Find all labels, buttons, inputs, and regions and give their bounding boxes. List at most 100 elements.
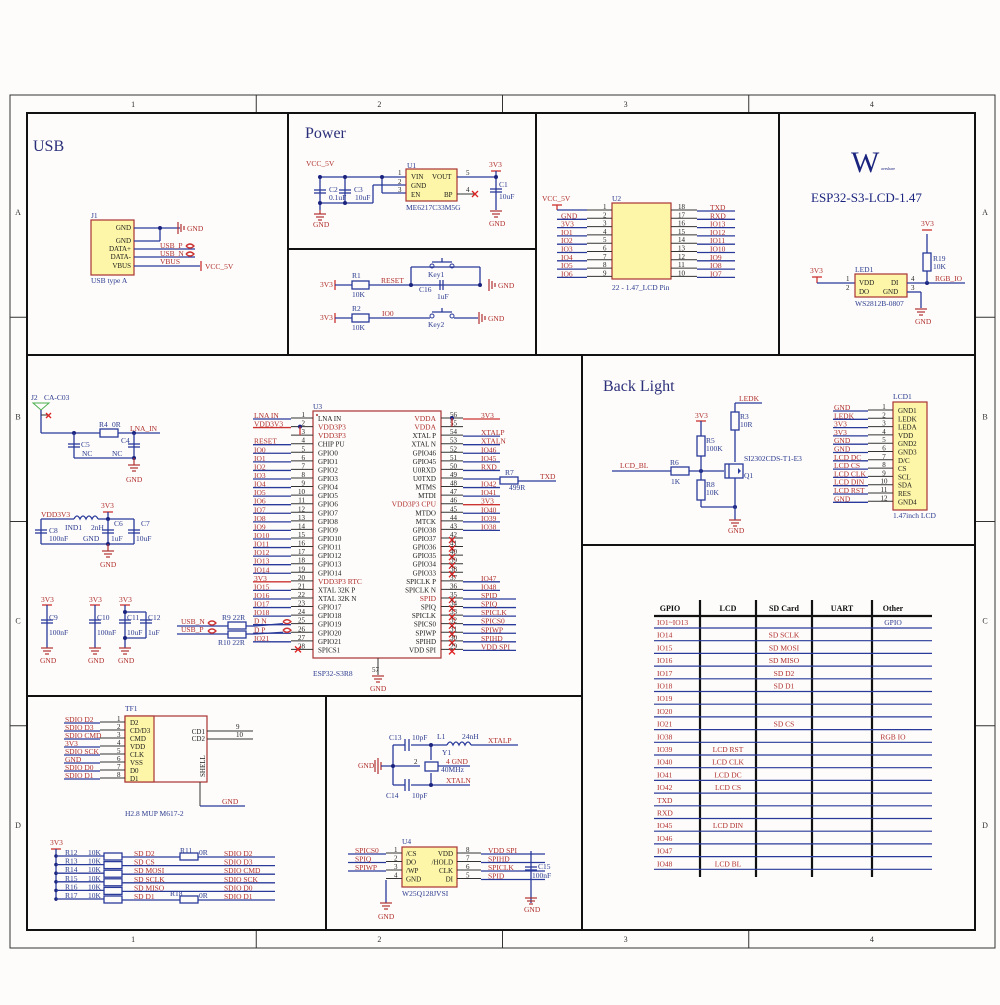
ledk-net: LEDK	[739, 394, 760, 403]
u3-pin-name: SPICS1	[318, 646, 341, 654]
regulator-u1[interactable]	[405, 168, 458, 202]
lcd-pin-header-u2[interactable]	[611, 202, 672, 280]
u2-right-net: IO9	[710, 253, 722, 262]
u3-pin-name: SPIHD	[416, 638, 436, 646]
mosfet-q1-icon	[724, 463, 744, 479]
gnd-symbol	[488, 279, 496, 291]
zone-col-bottom: 1	[131, 935, 135, 944]
key1-gnd: GND	[498, 281, 515, 290]
usb-pin-label: GND	[116, 224, 131, 232]
u4-pin-name: CLK	[439, 867, 453, 875]
r5-value: 100K	[706, 444, 723, 453]
u3-pin-number: 35	[450, 591, 458, 599]
capacitor-c3	[339, 189, 351, 194]
tf-net: 3V3	[65, 739, 78, 748]
u4-right-net: VDD SPI	[488, 846, 517, 855]
gpio-table-cell: SD CS	[774, 720, 795, 729]
u3-pin-name: SPICS0	[414, 621, 437, 629]
u3-pin-name: SPICLK N	[405, 586, 436, 594]
power-vout-label: 3V3	[489, 160, 502, 169]
r3-ref: R3	[740, 412, 749, 421]
u2-pin-number: 7	[603, 253, 607, 261]
u1-pin3: 3	[398, 186, 402, 194]
gnd-symbol	[525, 897, 537, 905]
u3-pin-number: 47	[450, 488, 458, 496]
u4-pin-number: 4	[394, 872, 398, 880]
r1-value: 10K	[352, 290, 366, 299]
flash-w25q128[interactable]	[401, 846, 458, 888]
u3-left-net: VDD3V3	[254, 420, 283, 429]
cap-supply: 3V3	[119, 595, 132, 604]
lcd1-pin-name: GND2	[898, 440, 917, 448]
key2-label: Key2	[428, 320, 444, 329]
u3-right-net: RXD	[481, 462, 497, 471]
u4-gnd: GND	[378, 912, 395, 921]
r5-ref: R5	[706, 436, 715, 445]
capacitor-c2	[314, 189, 326, 194]
capacitor-c5	[68, 443, 80, 448]
r1-ref: R1	[352, 271, 361, 280]
u3-right-net: 3V3	[481, 497, 494, 506]
tf-pin-name: CLK	[130, 751, 144, 759]
lcd1-pin-number: 10	[881, 478, 889, 486]
y1-pin4: 4 GND	[446, 757, 468, 766]
r19-value: 10K	[933, 262, 947, 271]
gpio-table-cell: IO18	[657, 682, 673, 691]
u3-right-net: IO48	[481, 582, 497, 591]
pullup-ref: R13	[65, 857, 78, 866]
resistor-r14	[103, 869, 123, 878]
panel-gpio-table	[581, 544, 976, 931]
gpio-table-cell: LCD CS	[715, 783, 741, 792]
u2-part: 22 - 1.47_LCD Pin	[612, 283, 670, 292]
u3-left-net: IO11	[254, 540, 269, 549]
zone-col-bottom: 4	[870, 935, 874, 944]
u3-pin-name: GPIO13	[318, 561, 342, 569]
sd-pullup-supply: 3V3	[50, 838, 63, 847]
decoupling-gnd: GND	[100, 560, 117, 569]
u3-pin-name: GPIO0	[318, 449, 338, 457]
u3-pin-number: 43	[450, 522, 458, 530]
mcu-esp32-s3[interactable]	[312, 410, 442, 659]
u1-pin5: 5	[466, 169, 470, 177]
u3-pin-name: SPIQ	[421, 604, 436, 612]
gpio-table-cell: RXD	[657, 809, 673, 818]
u3-pin-number: 19	[298, 565, 306, 573]
gpio-table-cell: IO41	[657, 770, 673, 779]
u4-pin-name: GND	[406, 876, 421, 884]
usb-connector[interactable]	[90, 219, 135, 276]
rgb-led-ws2812b[interactable]	[854, 273, 908, 298]
u3-pin-number: 6	[302, 454, 306, 462]
cap-gnd: GND	[118, 656, 135, 665]
u2-left-net: IO2	[561, 236, 573, 245]
gnd-symbol	[102, 544, 114, 558]
tf-card-slot[interactable]	[124, 715, 155, 783]
net-flag-icon	[185, 243, 195, 257]
u2-pin-number: 12	[678, 253, 686, 261]
u3-left-net: IO10	[254, 531, 270, 540]
u2-right-net: IO13	[710, 220, 726, 229]
u2-pin-number: 6	[603, 245, 607, 253]
zone-row-right: D	[982, 821, 988, 830]
gpio-table-cell: IO45	[657, 821, 673, 830]
lcd-connector-lcd1[interactable]	[892, 401, 928, 511]
resistor-r17	[103, 895, 123, 904]
cap-gnd: GND	[40, 656, 57, 665]
c16-ref: C16	[419, 285, 432, 294]
u3-left-net: D P	[254, 625, 265, 634]
u3-left-net: IO12	[254, 548, 270, 557]
zone-col-top: 3	[624, 100, 628, 109]
led-pin3: 3	[911, 284, 915, 292]
u3-right-net: SPID	[481, 591, 498, 600]
tf-shell: SHELL	[199, 755, 207, 777]
pullup-out: SDIO CMD	[224, 866, 261, 875]
u3-pin-name: XTAL P	[413, 432, 437, 440]
key1-label: Key1	[428, 270, 444, 279]
push-button-key2[interactable]	[429, 308, 455, 319]
r6-ref: R6	[670, 458, 679, 467]
lcd1-pin-number: 5	[882, 436, 886, 444]
pullup-out: SDIO D0	[224, 883, 253, 892]
capacitor-c4	[128, 443, 140, 448]
push-button-key1[interactable]	[429, 258, 455, 269]
